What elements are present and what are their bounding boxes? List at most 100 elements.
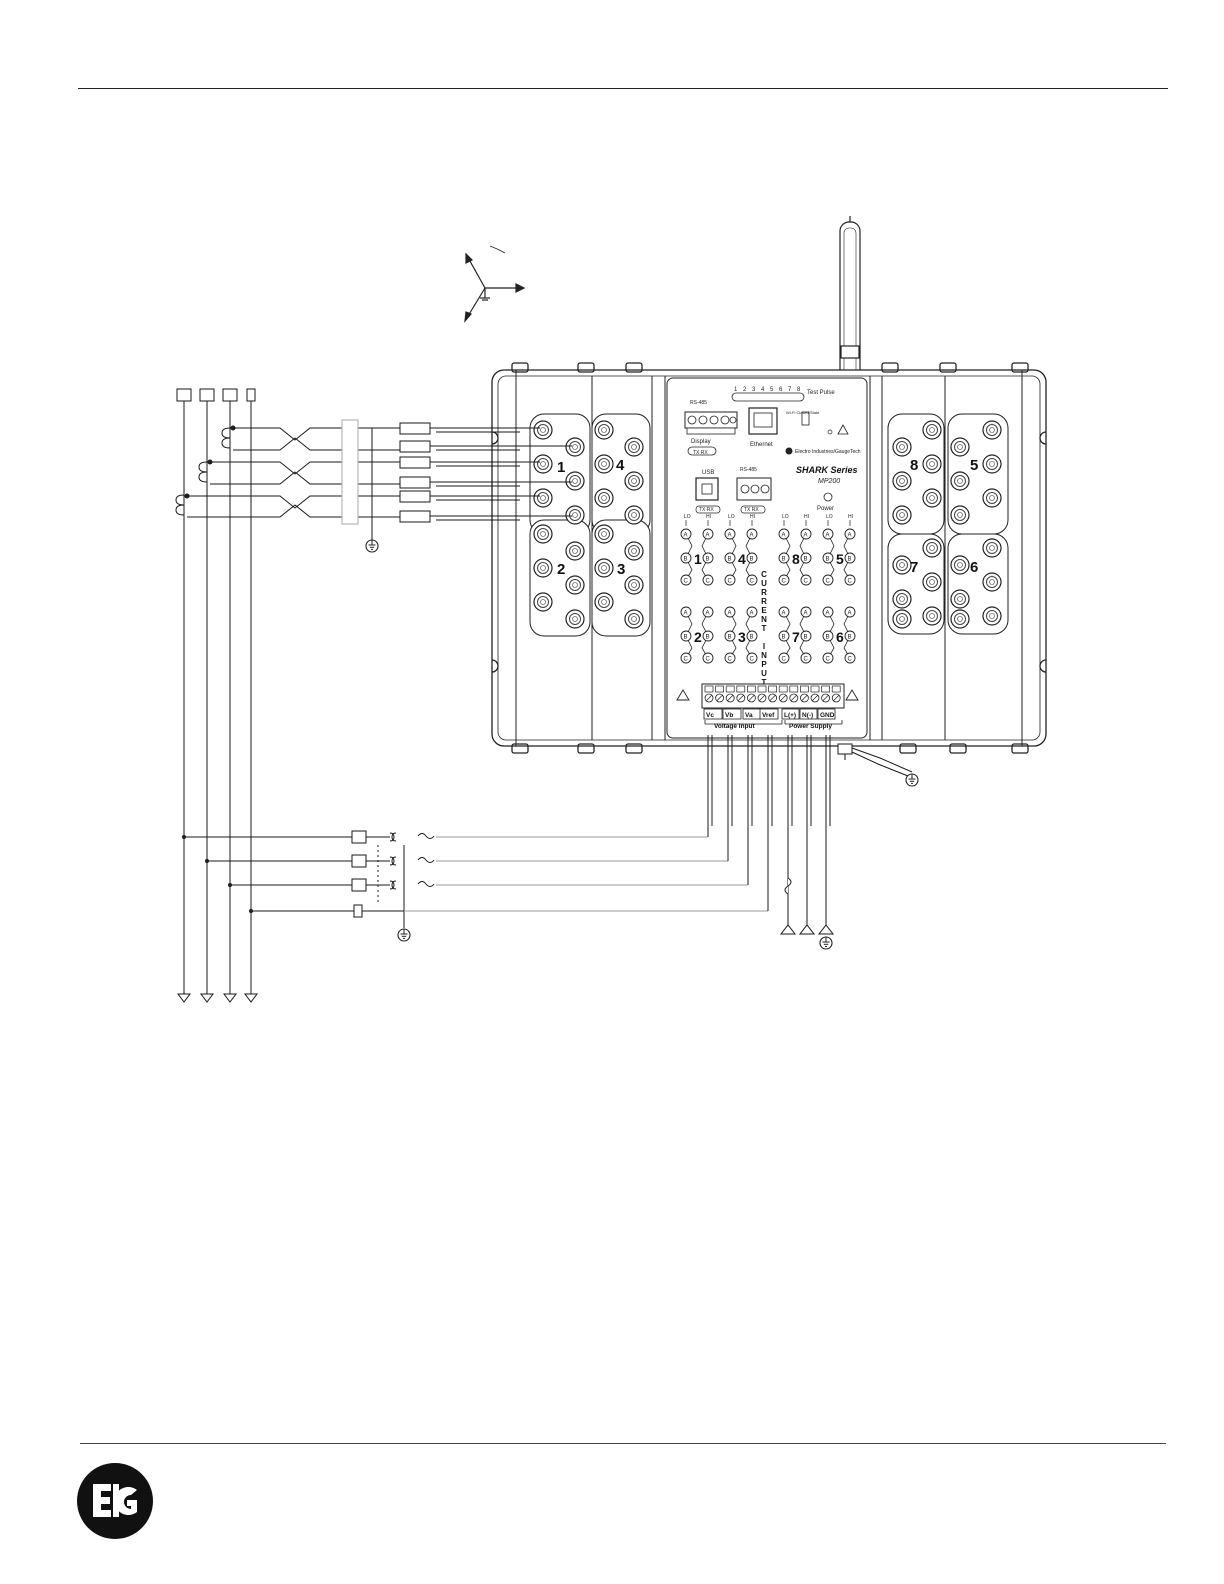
phase-letter: C	[804, 579, 809, 585]
header-rule	[78, 88, 1168, 89]
phase-letter: C	[728, 579, 733, 585]
phase-letter: C	[750, 657, 755, 663]
terminal-label: Vc	[706, 712, 714, 719]
terminal-label: Vb	[725, 712, 733, 719]
footer-rule	[80, 1443, 1166, 1444]
phase-letter: B	[750, 635, 754, 641]
phase-letter: C	[782, 579, 787, 585]
phase-letter: A	[728, 533, 732, 539]
pulse-number: 6	[779, 387, 783, 393]
phase-letter: C	[782, 657, 787, 663]
phase-letter: C	[804, 657, 809, 663]
pulse-number: 8	[797, 387, 801, 393]
power-supply-label: Power Supply	[789, 723, 832, 730]
module-label-2: 2	[557, 561, 565, 578]
phase-letter: B	[848, 635, 852, 641]
brand-line: Electro Industries/GaugeTech	[795, 449, 861, 455]
module-label-5: 5	[970, 457, 978, 474]
terminal-label: GND	[820, 712, 835, 719]
phase-letter: B	[706, 635, 710, 641]
module-label-6: 6	[970, 559, 978, 576]
lo-label: LO	[782, 514, 789, 520]
phase-letter: A	[684, 533, 688, 539]
warning-icon	[837, 424, 849, 435]
phase-letter: C	[728, 657, 733, 663]
phase-letter: B	[706, 557, 710, 563]
current-terminal-blocks-right: 8 5 7 6	[887, 413, 1009, 635]
lo-label: LO	[728, 514, 735, 520]
voltage-input-label: Voltage Input	[714, 723, 756, 730]
pulse-number: 2	[743, 387, 747, 393]
phase-letter: A	[782, 533, 786, 539]
phase-letter: A	[684, 611, 688, 617]
phasor-diagram-icon	[464, 245, 526, 323]
phase-letter: B	[750, 557, 754, 563]
pt-ground-icon	[397, 928, 411, 942]
phase-letter: C	[826, 657, 831, 663]
wifi-switch[interactable]	[801, 411, 810, 426]
phase-letter: C	[706, 579, 711, 585]
phase-letter: A	[804, 533, 808, 539]
phase-letter: B	[782, 635, 786, 641]
current-terminal-blocks-left: 1 4 2 3	[529, 413, 651, 637]
phase-letter: B	[826, 557, 830, 563]
phase-letter: B	[728, 635, 732, 641]
phase-letter: C	[826, 579, 831, 585]
phase-letter: B	[804, 557, 808, 563]
phase-letter: C	[684, 579, 689, 585]
display-tx-rx: TX RX	[693, 450, 708, 456]
module-label-7: 7	[910, 559, 918, 576]
test-pulse-label: Test Pulse	[807, 390, 835, 396]
antenna-icon	[839, 216, 861, 401]
model-name: MP200	[818, 478, 840, 485]
phase-letter: C	[848, 657, 853, 663]
ci-module-number: 8	[792, 551, 800, 567]
module-label-1: 1	[557, 459, 565, 476]
pulse-number: 7	[788, 387, 792, 393]
pulse-number: 5	[770, 387, 774, 393]
phase-letter: B	[684, 635, 688, 641]
phase-letter: A	[706, 533, 710, 539]
phase-letter: A	[826, 611, 830, 617]
ci-module-number: 4	[738, 551, 746, 567]
phase-letter: C	[706, 657, 711, 663]
wiring	[175, 388, 572, 1003]
phase-letter: C	[684, 657, 689, 663]
terminal-label: Va	[745, 712, 753, 719]
phase-letter: A	[782, 611, 786, 617]
ci-module-number: 6	[836, 629, 844, 645]
display-label: Display	[691, 439, 711, 445]
phase-letter: B	[826, 635, 830, 641]
hi-label: HI	[848, 514, 853, 520]
pulse-number: 3	[752, 387, 756, 393]
power-led	[823, 492, 833, 502]
ci-module-number: 3	[738, 629, 746, 645]
ci-module-number: 2	[694, 629, 702, 645]
phase-letter: A	[848, 611, 852, 617]
hi-label: HI	[706, 514, 711, 520]
chassis-ground-icon	[905, 773, 919, 787]
lo-label: LO	[684, 514, 691, 520]
pulse-number: 1	[734, 387, 738, 393]
brand-mark-icon	[785, 447, 793, 455]
rs485-2-label: RS-485	[740, 467, 757, 473]
power-led-label: Power	[817, 506, 834, 512]
usb-label: USB	[702, 470, 714, 476]
phase-letter: B	[848, 557, 852, 563]
phase-letter: B	[728, 557, 732, 563]
rs485-label: RS-485	[690, 400, 707, 406]
phase-letter: A	[826, 533, 830, 539]
terminal-label: N(-)	[802, 712, 813, 719]
phase-letter: B	[684, 557, 688, 563]
module-label-8: 8	[910, 457, 918, 474]
terminal-label: Vref	[762, 712, 775, 719]
